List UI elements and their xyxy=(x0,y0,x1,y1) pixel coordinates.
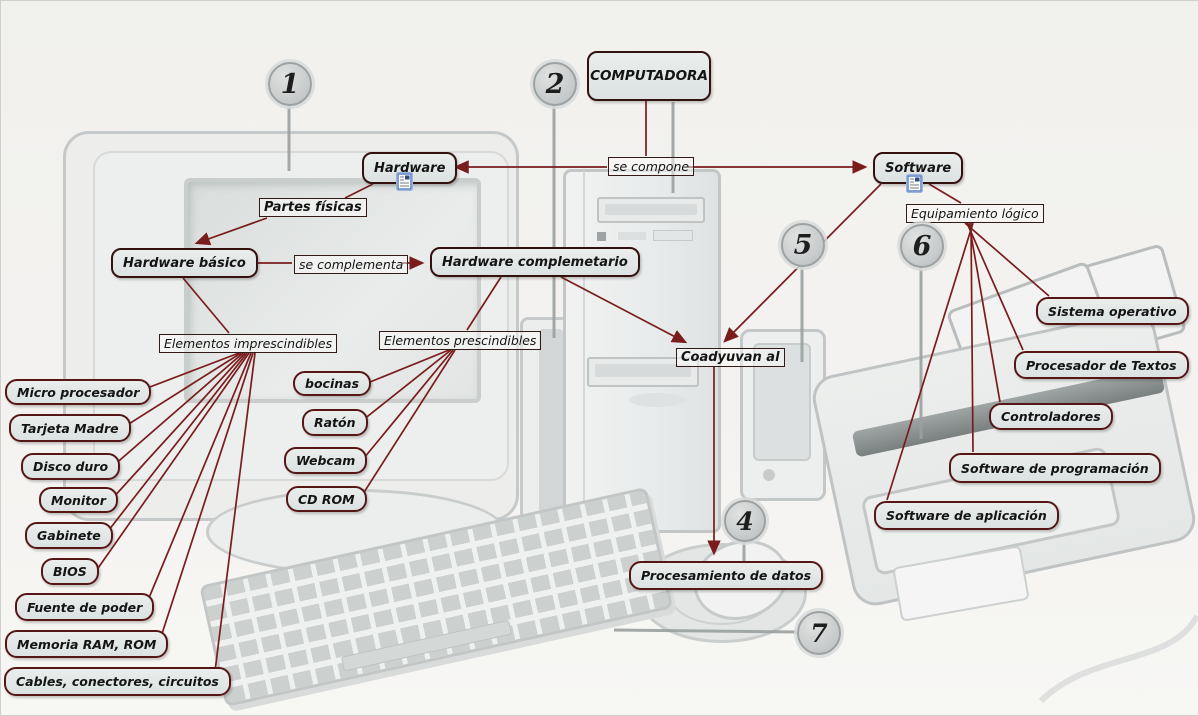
link-coadyuvan-al: Coadyuvan al xyxy=(676,348,785,367)
leaf-monitor: Monitor xyxy=(39,487,118,513)
leaf-sistema-operativo: Sistema operativo xyxy=(1036,297,1189,325)
callout-6: 6 xyxy=(900,224,944,268)
leaf-micro-procesador: Micro procesador xyxy=(5,379,152,405)
leaf-cd-rom: CD ROM xyxy=(286,486,367,512)
callout-4: 4 xyxy=(724,500,766,542)
leaf-controladores: Controladores xyxy=(989,403,1113,430)
leaf-bios: BIOS xyxy=(41,558,99,585)
leaf-memoria-ram-rom: Memoria RAM, ROM xyxy=(5,630,169,658)
callout-7: 7 xyxy=(797,611,841,655)
node-hardware-basico: Hardware básico xyxy=(111,248,258,278)
keyboard-spacebar xyxy=(340,619,513,672)
leaf-software-de-programacion: Software de programación xyxy=(949,453,1161,483)
link-equipamiento-logico: Equipamiento lógico xyxy=(906,204,1044,223)
tower-front-edge xyxy=(583,171,585,531)
link-se-complementa: se complementa xyxy=(294,255,409,274)
callout-2: 2 xyxy=(533,62,577,106)
leaf-fuente-de-poder: Fuente de poder xyxy=(15,593,155,621)
modem-panel xyxy=(539,329,563,521)
leaf-bocinas: bocinas xyxy=(293,371,372,396)
speaker-knob xyxy=(763,469,775,481)
node-computadora: COMPUTADORA xyxy=(587,51,711,101)
leaf-cables-conectores-circuitos: Cables, conectores, circuitos xyxy=(4,667,231,696)
note-icon xyxy=(906,174,923,193)
leaf-webcam: Webcam xyxy=(284,447,368,474)
leaf-gabinete: Gabinete xyxy=(25,522,113,549)
node-hardware-complementario: Hardware complemetario xyxy=(430,247,640,277)
leaf-procesador-de-textos: Procesador de Textos xyxy=(1014,351,1189,379)
link-se-compone: se compone xyxy=(608,157,695,176)
leaf-software-de-aplicacion: Software de aplicación xyxy=(874,501,1059,530)
link-elementos-imprescindibles: Elementos imprescindibles xyxy=(159,334,338,353)
tower-vent xyxy=(629,393,685,407)
link-partes-fisicas: Partes físicas xyxy=(259,198,367,217)
callout-5: 5 xyxy=(781,223,825,267)
callout-1: 1 xyxy=(268,62,312,106)
tower-drive-slot-top xyxy=(605,204,697,215)
leaf-disco-duro: Disco duro xyxy=(21,453,121,480)
tower-power-button xyxy=(597,232,606,241)
leaf-tarjeta-madre: Tarjeta Madre xyxy=(9,414,131,442)
tower-detail-1 xyxy=(618,232,646,240)
link-elementos-prescindibles: Elementos prescindibles xyxy=(379,331,542,350)
leaf-procesamiento-de-datos: Procesamiento de datos xyxy=(629,561,824,590)
tower-detail-2 xyxy=(653,230,693,241)
tower-drive-slot-bottom xyxy=(595,364,691,377)
leaf-raton: Ratón xyxy=(302,409,368,436)
note-icon xyxy=(396,172,413,191)
